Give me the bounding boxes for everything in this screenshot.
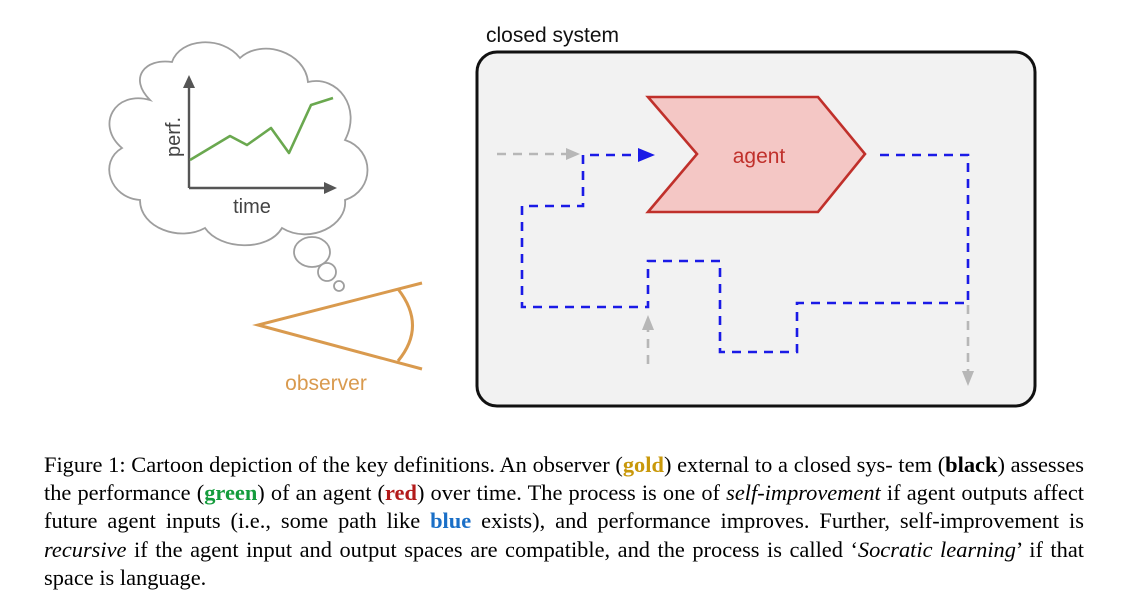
caption-gold-word: gold	[622, 452, 664, 477]
agent-chevron	[645, 95, 867, 214]
caption-recursive: recursive	[44, 536, 127, 562]
y-axis-label: perf.	[163, 117, 185, 157]
observer-label: observer	[285, 372, 367, 395]
caption-socratic-learning: Socratic learning	[857, 536, 1016, 562]
agent-input-arrowhead	[638, 148, 655, 162]
feedback-path	[520, 153, 970, 354]
thought-cloud	[108, 41, 369, 292]
system-label: closed system	[486, 24, 619, 47]
y-axis-arrowhead	[183, 75, 195, 88]
caption-blue-word: blue	[430, 508, 472, 534]
caption-red-word: red	[385, 480, 417, 506]
caption-black-word: black	[945, 452, 998, 477]
x-axis-arrowhead	[324, 182, 337, 194]
observer-eye	[252, 281, 423, 371]
caption-self-improvement: self-improvement	[726, 480, 881, 506]
closed-system-box	[475, 50, 1037, 408]
figure-illustration: perf. time observer closed system agent	[108, 24, 1037, 408]
performance-line	[189, 96, 334, 162]
performance-chart: perf. time	[163, 75, 337, 218]
agent-label: agent	[733, 145, 786, 168]
caption-green-word: green	[204, 480, 258, 506]
x-axis-label: time	[233, 196, 271, 218]
figure-caption: Figure 1: Cartoon depiction of the key d…	[44, 452, 1085, 590]
